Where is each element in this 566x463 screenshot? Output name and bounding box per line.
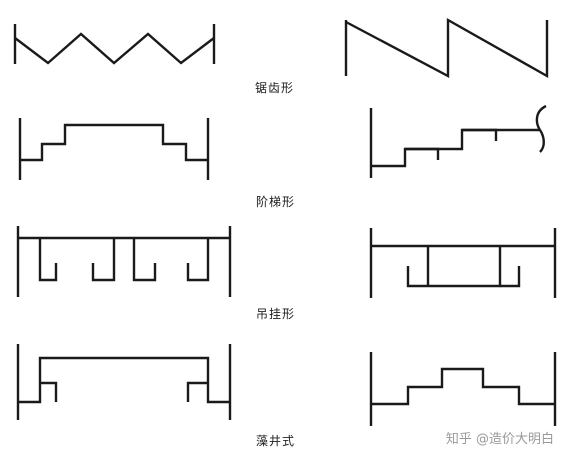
caisson-profile-right <box>369 352 557 426</box>
sawtooth-profile-right <box>344 17 549 79</box>
label-stepped: 阶梯形 <box>256 195 296 209</box>
caisson-profile-left <box>16 344 232 420</box>
stepped-profile-right <box>369 104 547 178</box>
suspended-profile-left <box>16 226 232 297</box>
label-sawtooth: 锯齿形 <box>255 81 295 95</box>
watermark: 知乎 @造价大明白 <box>445 432 554 447</box>
label-caisson: 藻井式 <box>256 434 296 448</box>
label-suspended: 吊挂形 <box>256 307 296 321</box>
stepped-profile-left <box>18 118 210 180</box>
sawtooth-profile-left <box>13 24 216 65</box>
suspended-profile-right <box>369 228 557 298</box>
